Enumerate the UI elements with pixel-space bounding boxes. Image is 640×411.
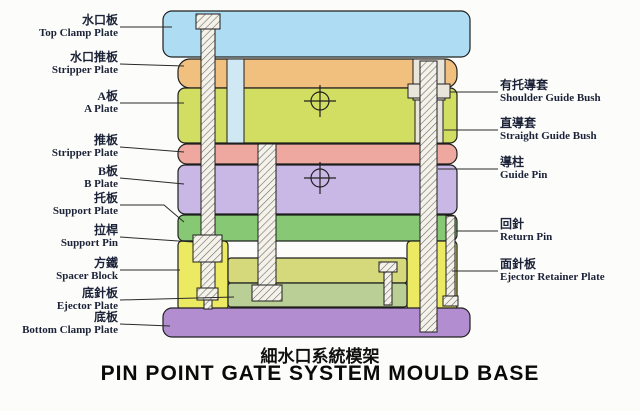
- label-guide-pin: 導柱 Guide Pin: [500, 156, 547, 182]
- label-support-pin-en: Support Pin: [60, 237, 118, 249]
- stripper-push-plate: [177, 143, 458, 165]
- top-clamp-plate: [162, 10, 471, 58]
- label-bottom-clamp-plate-cn: 底板: [93, 310, 118, 324]
- leader-lines: [119, 26, 498, 327]
- b-plate: [177, 164, 458, 215]
- sprue-puller-bush: [226, 58, 245, 144]
- label-stripper-plate-top-cn: 水口推板: [69, 50, 118, 64]
- label-a-plate-en: A Plate: [84, 103, 118, 115]
- label-shoulder-guide-bush-en: Shoulder Guide Bush: [500, 92, 601, 104]
- label-ejector-retainer-plate-cn: 面針板: [500, 257, 537, 271]
- label-return-pin: 回針 Return Pin: [500, 218, 552, 244]
- label-b-plate-en: B Plate: [84, 178, 118, 190]
- label-stripper-push-plate: 推板 Stripper Plate: [52, 134, 118, 160]
- label-return-pin-cn: 回針: [500, 217, 525, 231]
- label-b-plate: B板 B Plate: [84, 165, 118, 191]
- support-plate: [177, 214, 458, 242]
- label-straight-guide-bush: 直導套 Straight Guide Bush: [500, 117, 597, 143]
- center-guide-pin: [251, 143, 283, 302]
- label-support-plate: 托板 Support Plate: [53, 192, 118, 218]
- return-pin-head: [442, 295, 459, 307]
- guide-pin-shaft: [419, 60, 438, 333]
- label-spacer-block-en: Spacer Block: [56, 270, 118, 282]
- label-shoulder-guide-bush: 有托導套 Shoulder Guide Bush: [500, 79, 601, 105]
- label-stripper-plate-top-en: Stripper Plate: [51, 64, 118, 76]
- label-top-clamp-plate-cn: 水口板: [81, 13, 118, 27]
- title-english: PIN POINT GATE SYSTEM MOULD BASE: [100, 362, 540, 385]
- label-guide-pin-cn: 導柱: [500, 155, 525, 169]
- guide-pin: [419, 60, 438, 333]
- title-chinese: 細水口系統模架: [260, 347, 380, 366]
- label-ejector-plate-en: Ejector Plate: [56, 300, 118, 312]
- support-pin-head: [195, 13, 221, 30]
- return-pin: [442, 215, 459, 307]
- label-ejector-retainer-plate-en: Ejector Retainer Plate: [500, 271, 605, 283]
- a-plate: [177, 87, 458, 144]
- center-mark-lower: [304, 162, 336, 194]
- label-shoulder-guide-bush-cn: 有托導套: [500, 78, 549, 92]
- label-ejector-plate-cn: 底針板: [81, 286, 118, 300]
- label-support-plate-en: Support Plate: [52, 205, 118, 217]
- label-spacer-block: 方鐵 Spacer Block: [56, 257, 118, 283]
- label-support-pin-cn: 拉桿: [93, 223, 118, 237]
- label-guide-pin-en: Guide Pin: [500, 169, 548, 181]
- bottom-clamp-plate: [162, 307, 471, 338]
- return-pin-shaft: [445, 215, 456, 302]
- label-support-pin: 拉桿 Support Pin: [61, 224, 118, 250]
- label-stripper-push-plate-cn: 推板: [93, 133, 118, 147]
- label-top-clamp-plate: 水口板 Top Clamp Plate: [39, 14, 118, 40]
- label-top-clamp-plate-en: Top Clamp Plate: [38, 27, 118, 39]
- label-bottom-clamp-plate: 底板 Bottom Clamp Plate: [22, 311, 118, 337]
- center-guide-pin-shaft: [257, 143, 277, 286]
- label-straight-guide-bush-en: Straight Guide Bush: [500, 130, 597, 142]
- label-ejector-retainer-plate: 面針板 Ejector Retainer Plate: [500, 258, 605, 284]
- ejector-bolt-head: [378, 261, 398, 273]
- center-mark-upper: [304, 85, 336, 117]
- support-pin-tip: [203, 299, 213, 310]
- label-spacer-block-cn: 方鐵: [93, 256, 118, 270]
- label-support-plate-cn: 托板: [93, 191, 118, 205]
- label-a-plate-cn: A板: [97, 89, 118, 103]
- label-stripper-plate-top: 水口推板 Stripper Plate: [52, 51, 118, 77]
- support-pin-lower-shaft: [200, 261, 216, 289]
- center-guide-pin-flange: [251, 284, 283, 302]
- label-bottom-clamp-plate-en: Bottom Clamp Plate: [22, 324, 118, 336]
- ejector-bolt: [378, 261, 398, 306]
- label-straight-guide-bush-cn: 直導套: [500, 116, 537, 130]
- support-pin-shaft: [200, 28, 216, 236]
- support-pin-collar: [192, 234, 223, 263]
- label-ejector-plate: 底針板 Ejector Plate: [57, 287, 118, 313]
- label-stripper-push-plate-en: Stripper Plate: [51, 147, 118, 159]
- label-return-pin-en: Return Pin: [500, 231, 553, 243]
- label-a-plate: A板 A Plate: [84, 90, 118, 116]
- label-b-plate-cn: B板: [97, 164, 118, 178]
- support-pin: [192, 13, 223, 310]
- ejector-bolt-shaft: [383, 271, 393, 306]
